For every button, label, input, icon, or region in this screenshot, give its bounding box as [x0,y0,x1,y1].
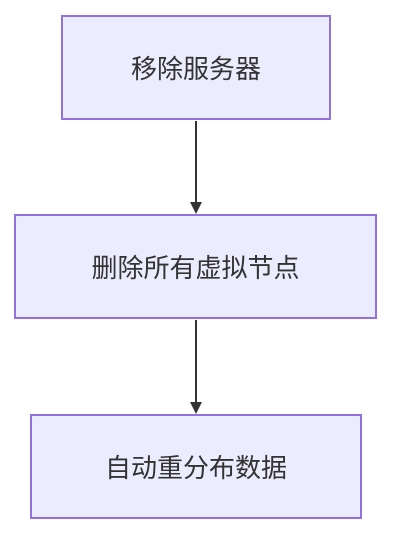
node-label: 移除服务器 [130,55,261,85]
node-auto-redistribute-data: 自动重分布数据 [30,414,362,519]
node-label: 自动重分布数据 [104,454,287,484]
node-label: 删除所有虚拟节点 [91,254,300,284]
node-delete-virtual-nodes: 删除所有虚拟节点 [14,214,377,319]
node-remove-server: 移除服务器 [61,15,331,120]
